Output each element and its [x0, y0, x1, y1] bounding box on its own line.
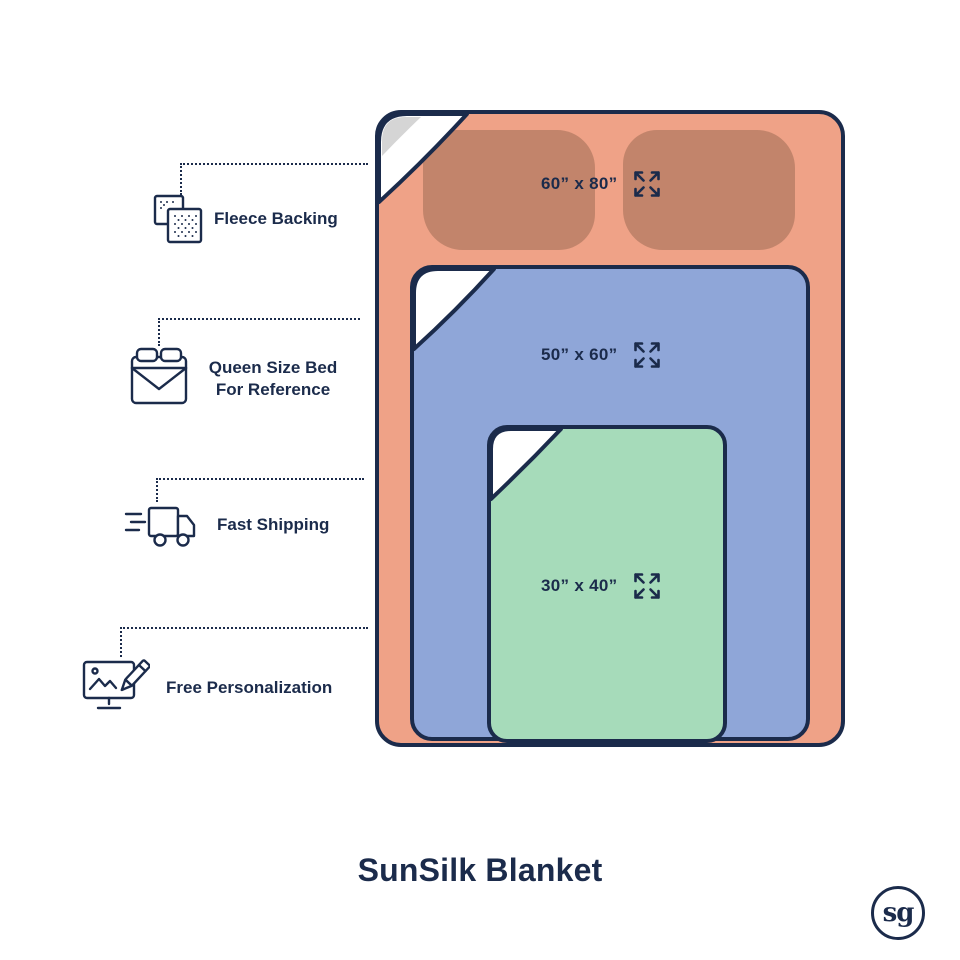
folded-corner-icon: [412, 267, 496, 351]
size-text-medium: 50” x 60”: [541, 345, 618, 364]
size-label-large: 60” x 80”: [541, 167, 664, 201]
feature-label-free-personalization: Free Personalization: [166, 678, 333, 697]
size-label-small: 30” x 40”: [541, 569, 664, 603]
size-label-medium: 50” x 60”: [541, 338, 664, 372]
connector-line: [158, 318, 360, 320]
blanket-30x40: [487, 425, 727, 743]
connector-line: [158, 318, 160, 346]
connector-line: [120, 627, 122, 657]
feature-label-line-1: Queen Size Bed: [208, 358, 338, 377]
feature-label-fleece-backing: Fleece Backing: [214, 209, 338, 228]
connector-line: [156, 478, 158, 502]
folded-corner-icon: [377, 112, 469, 204]
expand-arrows-icon: [634, 573, 661, 599]
fleece-icon: [153, 194, 203, 244]
connector-line: [180, 163, 368, 165]
page-title: SunSilk Blanket: [357, 852, 603, 888]
expand-arrows-icon: [634, 171, 661, 197]
folded-corner-icon: [489, 427, 563, 501]
connector-line: [120, 627, 368, 629]
connector-line: [180, 163, 182, 195]
monitor-pencil-icon: [82, 659, 150, 710]
size-text-small: 30” x 40”: [541, 576, 618, 595]
expand-arrows-icon: [634, 342, 661, 368]
feature-label-queen-bed: Queen Size Bed For Reference: [205, 357, 341, 401]
size-text-large: 60” x 80”: [541, 174, 618, 193]
feature-label-fast-shipping: Fast Shipping: [217, 515, 330, 534]
pillow: [423, 130, 595, 250]
brand-logo: sg: [871, 886, 925, 940]
delivery-truck-icon: [124, 506, 196, 547]
connector-line: [156, 478, 364, 480]
feature-label-line-2: For Reference: [215, 380, 331, 399]
queen-bed-icon: [130, 347, 188, 405]
